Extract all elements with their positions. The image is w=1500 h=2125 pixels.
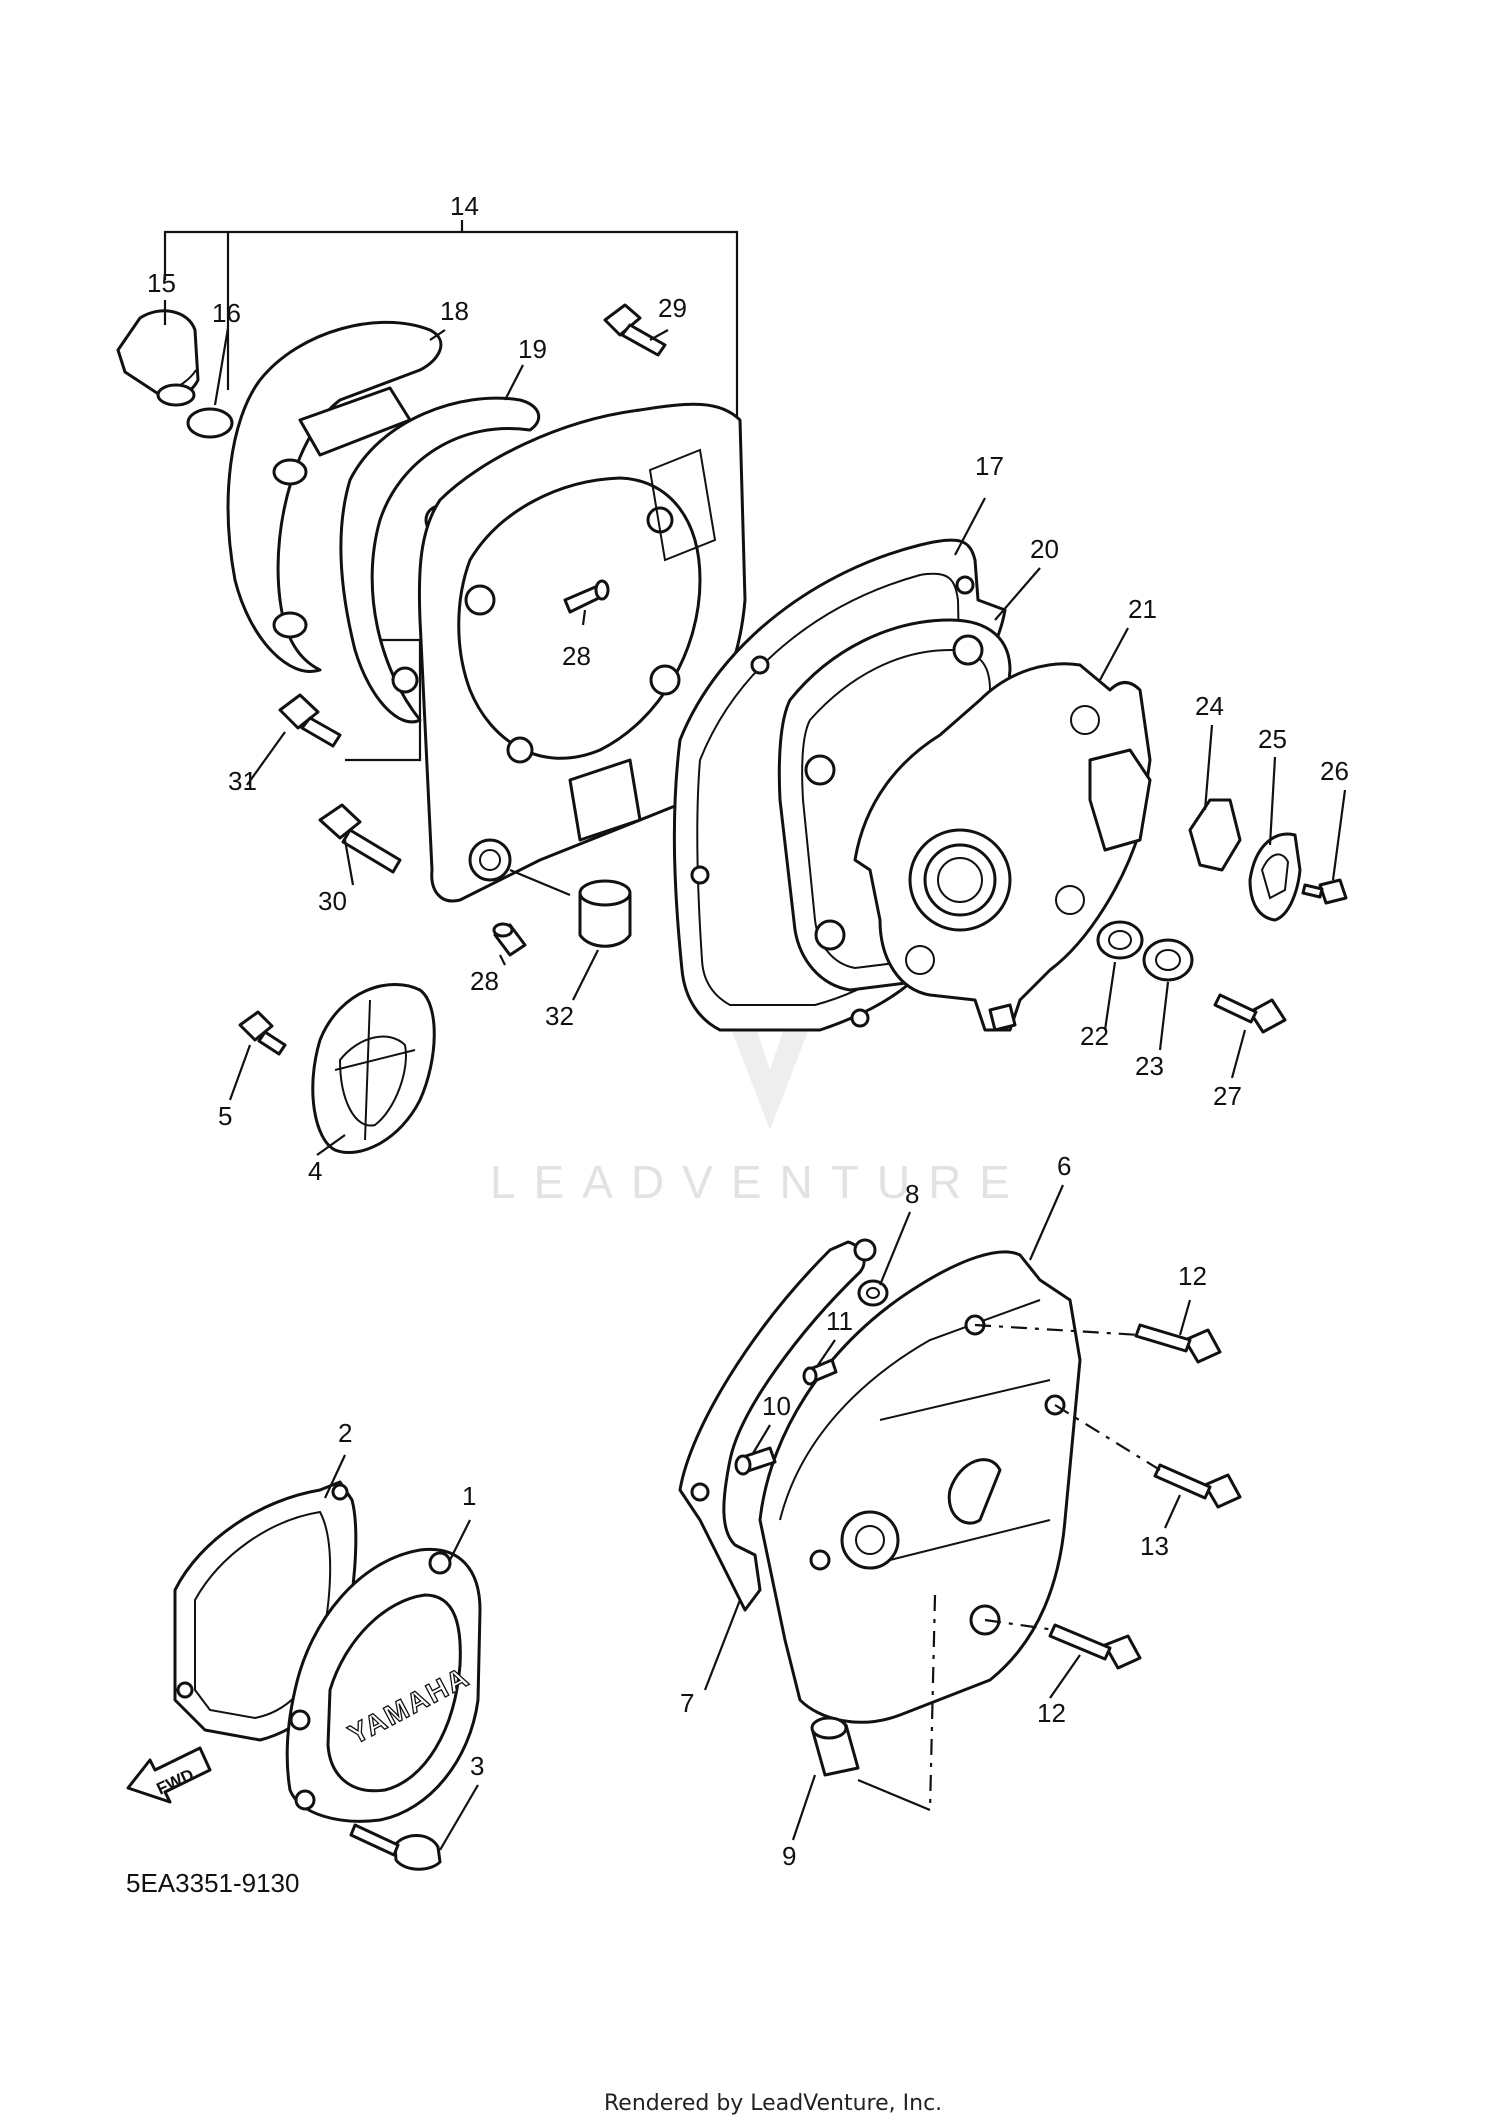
- callout-12-upper: 12: [1178, 1261, 1207, 1291]
- callout-30: 30: [318, 886, 347, 916]
- callout-25: 25: [1258, 724, 1287, 754]
- plate-25: [1248, 832, 1302, 922]
- callout-12-lower: 12: [1037, 1698, 1066, 1728]
- plug-leader: [509, 868, 571, 897]
- callout-1: 1: [462, 1481, 476, 1511]
- pickup-cover: YAMAHA: [285, 1547, 482, 1823]
- plug: [578, 879, 632, 948]
- callout-5: 5: [218, 1101, 232, 1131]
- dowel-pin-10: [734, 1446, 777, 1476]
- callout-3: 3: [470, 1751, 484, 1781]
- diagram-part-code: 5EA3351-9130: [126, 1868, 299, 1898]
- callout-28-upper: 28: [562, 641, 591, 671]
- callout-numbers: 14 15 16 18 19 29 17 20 21 24 25 26 28 3…: [147, 191, 1349, 1871]
- bolt-12-lower: [1048, 1623, 1142, 1670]
- callout-29: 29: [658, 293, 687, 323]
- bolt-13: [1153, 1463, 1242, 1509]
- bolt-12-upper: [1134, 1323, 1222, 1364]
- callout-2: 2: [338, 1418, 352, 1448]
- bushing-9: [810, 1716, 860, 1777]
- callout-9: 9: [782, 1841, 796, 1871]
- bolt-29: [603, 303, 667, 357]
- callout-13: 13: [1140, 1531, 1169, 1561]
- bolt-alignment-lines: [857, 1323, 1161, 1812]
- generator-cover: [758, 1250, 1082, 1724]
- callout-28-lower: 28: [470, 966, 499, 996]
- watermark-text: LEADVENTURE: [490, 1156, 1028, 1208]
- callout-23: 23: [1135, 1051, 1164, 1081]
- callout-26: 26: [1320, 756, 1349, 786]
- dowel-pin-upper: [563, 579, 610, 614]
- rendered-by-footer: Rendered by LeadVenture, Inc.: [604, 2091, 942, 2116]
- callout-11: 11: [826, 1306, 853, 1336]
- callout-6: 6: [1057, 1151, 1071, 1181]
- callout-17: 17: [975, 451, 1004, 481]
- oil-filler-cap: [116, 309, 200, 407]
- timing-plug-cover: [311, 982, 436, 1155]
- oil-pump-cover: [853, 662, 1152, 1032]
- rotor-cover-plate: [226, 320, 443, 673]
- group-bracket-14: [163, 220, 739, 425]
- bolt-31-guide: [345, 638, 422, 762]
- bolt-30: [318, 803, 402, 874]
- callout-31: 31: [228, 766, 257, 796]
- callout-10: 10: [762, 1391, 791, 1421]
- callout-18: 18: [440, 296, 469, 326]
- callout-14: 14: [450, 191, 479, 221]
- callout-22: 22: [1080, 1021, 1109, 1051]
- callout-21: 21: [1128, 594, 1157, 624]
- callout-15: 15: [147, 268, 176, 298]
- bolt-27: [1213, 993, 1287, 1034]
- callout-7: 7: [680, 1688, 694, 1718]
- callout-4: 4: [308, 1156, 322, 1186]
- forward-direction-arrow: FWD: [126, 1746, 212, 1804]
- plate-24: [1188, 798, 1242, 872]
- dowel-pin-lower: [492, 922, 527, 957]
- bolt-31: [278, 693, 342, 748]
- washer-8: [857, 1279, 889, 1307]
- callout-32: 32: [545, 1001, 574, 1031]
- bolt-3: [349, 1823, 442, 1871]
- callout-27: 27: [1213, 1081, 1242, 1111]
- oil-seal-23: [1142, 938, 1194, 982]
- callout-leaders: [163, 300, 1347, 1851]
- callout-20: 20: [1030, 534, 1059, 564]
- callout-19: 19: [518, 334, 547, 364]
- o-ring: [186, 407, 234, 439]
- crankcase-cover: [417, 402, 747, 903]
- oil-seal-22: [1096, 920, 1144, 960]
- callout-8: 8: [905, 1179, 919, 1209]
- dowel-pin-11: [802, 1358, 838, 1386]
- bolt-5: [238, 1010, 287, 1056]
- generator-cover-gasket: [678, 1238, 877, 1612]
- callout-16: 16: [212, 298, 241, 328]
- screw-26: [1301, 878, 1348, 905]
- callout-24: 24: [1195, 691, 1224, 721]
